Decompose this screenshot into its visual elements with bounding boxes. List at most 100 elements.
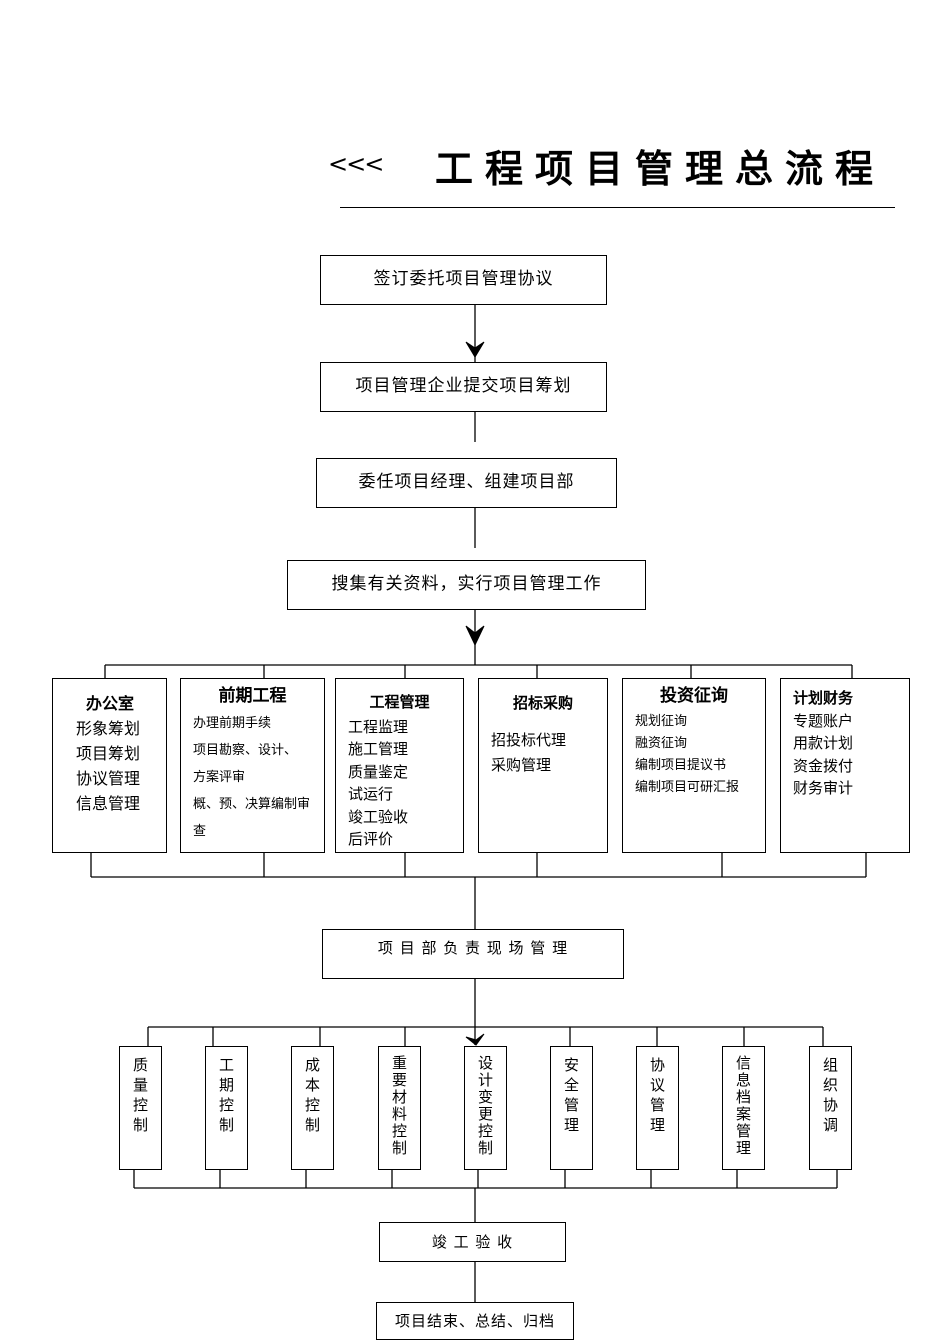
final-step-label: 项目结束、总结、归档: [394, 1312, 555, 1330]
control-char: 量: [132, 1076, 148, 1094]
step-label: 委任项目经理、组建项目部: [358, 472, 575, 492]
title-divider: [340, 207, 895, 208]
completion-box: 竣 工 验 收: [379, 1222, 566, 1262]
step-label: 项目管理企业提交项目筹划: [355, 376, 572, 396]
dept-title: 工程管理: [369, 693, 430, 711]
control-char: 期: [218, 1076, 234, 1094]
dept-office: 办公室 形象筹划 项目筹划 协议管理 信息管理: [52, 678, 167, 853]
step-collect-materials: 搜集有关资料，实行项目管理工作: [287, 560, 646, 610]
step-appoint-manager: 委任项目经理、组建项目部: [316, 458, 617, 508]
control-char: 变: [477, 1088, 493, 1106]
dept-item: 用款计划: [793, 734, 854, 752]
dept-item: 规划征询: [635, 714, 688, 729]
control-char: 计: [477, 1071, 493, 1089]
control-char: 控: [218, 1096, 234, 1114]
control-char: 安: [563, 1056, 579, 1074]
control-char: 料: [391, 1105, 407, 1123]
dept-item: 编制项目提议书: [635, 758, 727, 773]
dept-item: 工程监理: [348, 717, 409, 736]
control-char: 控: [304, 1096, 320, 1114]
control-char: 管: [735, 1122, 751, 1140]
dept-item: 融资征询: [635, 736, 688, 751]
control-char: 管: [563, 1096, 579, 1114]
control-char: 制: [477, 1139, 493, 1157]
dept-title: 招标采购: [512, 694, 573, 712]
dept-item: 质量鉴定: [348, 762, 409, 781]
step-sign-agreement: 签订委托项目管理协议: [320, 255, 607, 305]
title-arrows-icon: <<<: [328, 150, 384, 178]
dept-item: 项目筹划: [76, 744, 141, 763]
control-char: 组: [822, 1056, 838, 1074]
control-archive: 信息档案管理: [722, 1046, 765, 1170]
dept-finance: 计划财务 专题账户 用款计划 资金拨付 财务审计: [780, 678, 910, 853]
dept-item: 专题账户: [793, 711, 854, 730]
control-char: 协: [822, 1096, 838, 1114]
dept-item: 试运行: [348, 785, 394, 803]
control-char: 材: [391, 1088, 407, 1106]
control-char: 制: [218, 1116, 234, 1134]
control-char: 全: [563, 1076, 579, 1094]
dept-investment: 投资征询 规划征询 融资征询 编制项目提议书 编制项目可研汇报: [622, 678, 766, 853]
dept-title: 计划财务: [793, 689, 854, 707]
control-design-change: 设计变更控制: [464, 1046, 507, 1170]
control-char: 制: [304, 1116, 320, 1134]
control-char: 织: [822, 1076, 838, 1094]
control-char: 调: [822, 1116, 838, 1134]
dept-engineering: 工程管理 工程监理 施工管理 质量鉴定 试运行 竣工验收 后评价: [335, 678, 464, 853]
completion-label: 竣 工 验 收: [431, 1233, 514, 1251]
control-char: 理: [649, 1116, 665, 1134]
control-label: 协议管理: [637, 1055, 678, 1135]
dept-item: 查: [193, 824, 207, 839]
control-char: 协: [649, 1056, 665, 1074]
control-label: 信息档案管理: [723, 1055, 764, 1157]
control-label: 质量控制: [120, 1055, 161, 1135]
control-materials: 重要材料控制: [378, 1046, 421, 1170]
control-char: 息: [735, 1071, 751, 1089]
step-submit-plan: 项目管理企业提交项目筹划: [320, 362, 607, 412]
control-char: 本: [304, 1076, 320, 1094]
dept-item: 施工管理: [348, 740, 409, 758]
control-agreement: 协议管理: [636, 1046, 679, 1170]
dept-item: 方案评审: [193, 770, 246, 785]
dept-title: 前期工程: [218, 686, 287, 706]
control-char: 要: [391, 1071, 407, 1089]
control-char: 理: [563, 1116, 579, 1134]
dept-item: 协议管理: [76, 769, 141, 788]
page-title: 工程项目管理总流程: [435, 146, 886, 191]
control-label: 工期控制: [206, 1055, 247, 1135]
control-safety: 安全管理: [550, 1046, 593, 1170]
control-cost: 成本控制: [291, 1046, 334, 1170]
dept-item: 后评价: [348, 830, 394, 848]
control-char: 议: [649, 1076, 665, 1094]
control-char: 工: [218, 1056, 234, 1074]
control-char: 成: [304, 1056, 320, 1074]
dept-title: 办公室: [86, 694, 135, 713]
control-label: 重要材料控制: [379, 1055, 420, 1157]
control-quality: 质量控制: [119, 1046, 162, 1170]
dept-item: 财务审计: [793, 779, 854, 797]
control-char: 重: [391, 1054, 407, 1072]
control-char: 案: [735, 1105, 751, 1123]
control-char: 制: [132, 1116, 148, 1134]
control-char: 控: [391, 1122, 407, 1140]
control-char: 信: [735, 1054, 751, 1072]
control-char: 设: [477, 1054, 493, 1072]
final-step-box: 项目结束、总结、归档: [376, 1302, 574, 1340]
dept-item: 办理前期手续: [193, 716, 272, 731]
control-schedule: 工期控制: [205, 1046, 248, 1170]
step-label: 搜集有关资料，实行项目管理工作: [331, 574, 602, 594]
control-label: 安全管理: [551, 1055, 592, 1135]
control-char: 理: [735, 1139, 751, 1157]
dept-item: 采购管理: [491, 756, 552, 774]
site-management-label: 项 目 部 负 责 现 场 管 理: [377, 939, 569, 957]
control-char: 制: [391, 1139, 407, 1157]
dept-item: 项目勘察、设计、: [193, 743, 298, 758]
control-char: 控: [132, 1096, 148, 1114]
site-management-box: 项 目 部 负 责 现 场 管 理: [322, 929, 624, 979]
dept-item: 信息管理: [76, 794, 141, 813]
step-label: 签订委托项目管理协议: [373, 269, 554, 289]
dept-item: 概、预、决算编制审: [193, 797, 311, 812]
dept-item: 竣工验收: [348, 807, 409, 826]
control-label: 成本控制: [292, 1055, 333, 1135]
